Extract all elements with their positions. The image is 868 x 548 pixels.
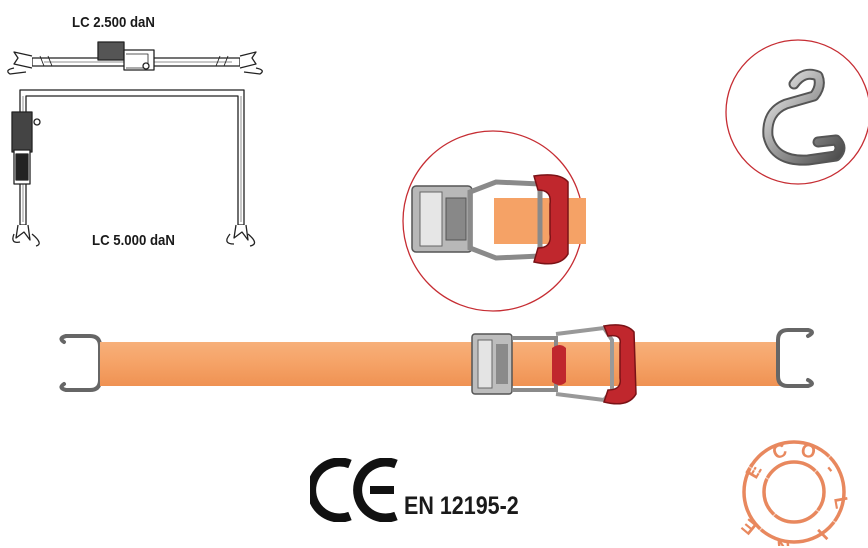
stamp-letter-e2: E <box>738 514 761 538</box>
ce-mark-icon <box>310 458 398 522</box>
eco-line-stamp: E C O - L I N E <box>738 440 852 546</box>
ratchet-mechanism-icon <box>471 324 637 405</box>
left-hook-icon <box>13 51 33 69</box>
strap-configuration-diagram <box>7 41 263 247</box>
ratchet-buckle-icon <box>97 41 125 61</box>
en-standard-label: EN 12195-2 <box>404 492 519 520</box>
lc-top-label: LC 2.500 daN <box>72 14 155 31</box>
stamp-letter-o: O <box>799 440 817 463</box>
s-hook-icon <box>762 68 846 166</box>
lc-bottom-label: LC 5.000 daN <box>92 232 175 249</box>
stamp-letter-l: L <box>829 495 852 510</box>
loop-strap <box>19 89 245 226</box>
ratchet-strap-main <box>59 324 814 405</box>
ratchet-buckle-icon <box>411 174 586 265</box>
right-hook-icon <box>239 51 257 69</box>
ratchet-detail-circle <box>402 130 586 312</box>
left-s-hook-icon <box>59 334 102 392</box>
right-s-hook-icon <box>776 328 814 388</box>
stamp-letter-n: N <box>776 535 792 546</box>
s-hook-detail-circle <box>725 39 868 185</box>
orange-webbing <box>100 342 780 386</box>
loop-ratchet-icon <box>11 111 33 153</box>
